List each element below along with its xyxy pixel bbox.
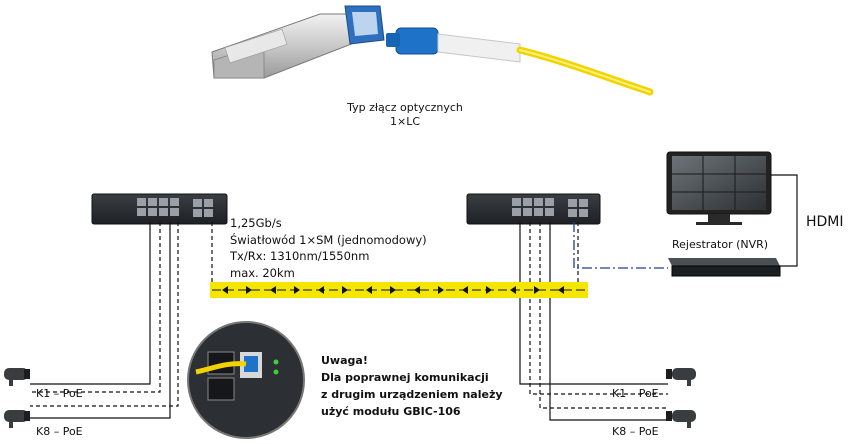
sfp-module-image: [211, 5, 385, 79]
link-spec: 1,25Gb/s Światłowód 1×SM (jednomodowy) T…: [230, 215, 470, 281]
fiber-arrow-icon: [462, 286, 468, 294]
fiber-arrow-icon: [390, 286, 396, 294]
connector-caption: Typ złącz optycznych 1×LC: [320, 101, 490, 129]
camera-icon-right-bottom: [666, 410, 696, 428]
fiber-arrow-icon: [486, 286, 492, 294]
link-spec-wavelength: Tx/Rx: 1310nm/1550nm: [230, 249, 370, 263]
connector-caption-line1: Typ złącz optycznych: [347, 101, 463, 114]
right-switch-links: [519, 222, 668, 421]
camera-icon-left-bottom: [4, 410, 30, 428]
fiber-arrow-icon: [438, 286, 444, 294]
warning-note-title: Uwaga!: [321, 354, 368, 367]
fiber-arrow-icon: [270, 286, 276, 294]
fiber-arrow-icon: [342, 286, 348, 294]
fiber-arrow-icon: [318, 286, 324, 294]
hdmi-label: HDMI: [806, 214, 844, 230]
warning-note-line2: Dla poprawnej komunikacji: [321, 371, 489, 384]
camera-label-right-top: K1 – PoE: [612, 387, 659, 400]
link-spec-distance: max. 20km: [230, 265, 295, 280]
fiber-arrow-icon: [366, 286, 372, 294]
lc-connector-image: [386, 27, 654, 96]
warning-note: Uwaga! Dla poprawnej komunikacji z drugi…: [321, 352, 551, 420]
camera-label-right-bottom: K8 – PoE: [612, 425, 659, 438]
fiber-arrow-icon: [534, 286, 540, 294]
camera-label-left-bottom: K8 – PoE: [36, 425, 83, 438]
fiber-arrow-icon: [246, 286, 252, 294]
right-switch-image: [466, 193, 601, 225]
camera-label-left-top: K1 – PoE: [36, 387, 83, 400]
fiber-arrow-icon: [294, 286, 300, 294]
nvr-data-link: [573, 222, 668, 269]
left-switch-image: [91, 193, 228, 225]
fiber-arrow-icon: [510, 286, 516, 294]
camera-icon-right-top: [666, 368, 696, 386]
monitor-image: [666, 151, 772, 225]
fiber-arrow-icon: [414, 286, 420, 294]
nvr-label: Rejestrator (NVR): [672, 238, 769, 251]
connector-caption-line2: 1×LC: [389, 115, 421, 128]
sfp-closeup-inset: [187, 321, 305, 439]
fiber-link: [210, 282, 588, 298]
camera-icon-left-top: [4, 368, 30, 386]
warning-note-line3: z drugim urządzeniem należy: [321, 388, 503, 401]
link-spec-speed: 1,25Gb/s: [230, 216, 282, 230]
warning-note-line4: użyć modułu GBIC-106: [321, 405, 461, 418]
fiber-arrow-icon: [222, 286, 228, 294]
left-switch-links: [30, 222, 213, 419]
nvr-image: [668, 258, 781, 277]
hdmi-cable: [771, 174, 798, 267]
fiber-arrow-icon: [558, 286, 564, 294]
link-spec-fiber: Światłowód 1×SM (jednomodowy): [230, 232, 427, 247]
